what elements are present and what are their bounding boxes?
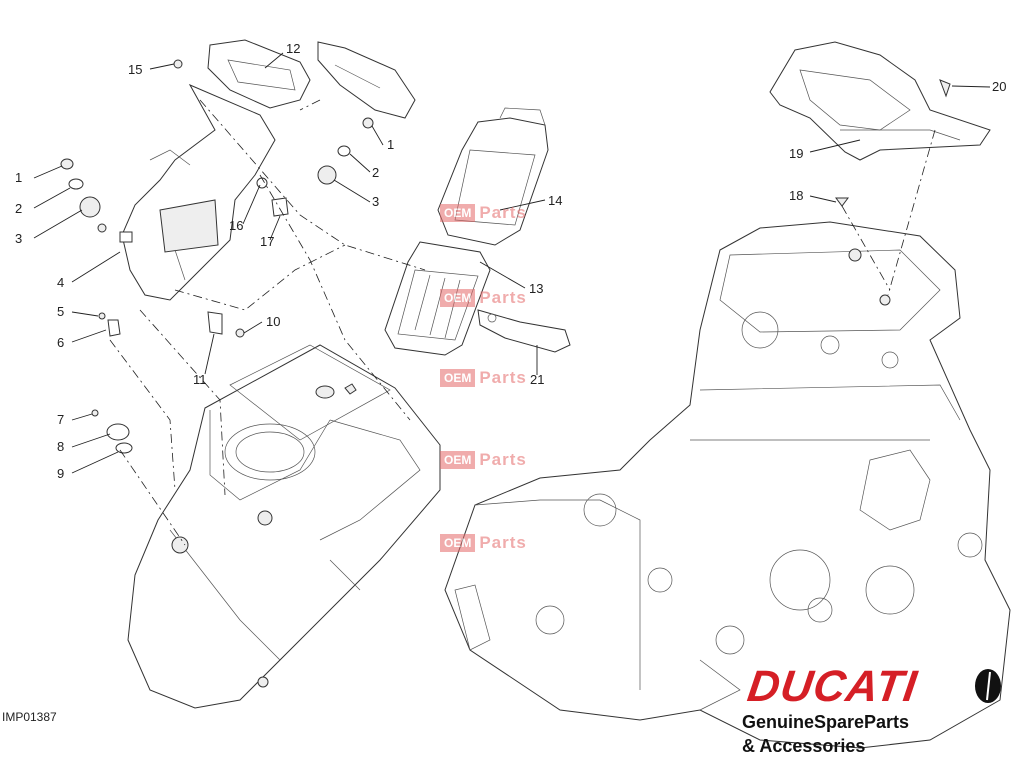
watermark: OEM Parts [440, 368, 527, 388]
upper-bracket [317, 41, 416, 119]
watermark: OEM Parts [440, 203, 527, 223]
callout-2: 2 [15, 201, 22, 216]
callout-11: 11 [193, 372, 207, 387]
assembly-lines [109, 99, 936, 546]
callout-5: 5 [57, 304, 64, 319]
brand-tagline-1: GenuineSpareParts [742, 712, 910, 732]
callout-3b: 3 [372, 194, 379, 209]
engine-illustration [444, 221, 1011, 749]
brand-logo: DUCATI [744, 662, 921, 711]
callout-8: 8 [57, 439, 64, 454]
watermark: OEM Parts [440, 450, 527, 470]
callout-12: 12 [286, 41, 300, 56]
callout-21: 21 [530, 372, 544, 387]
watermark-oem: OEM [440, 289, 476, 307]
airbox-lower-housing [127, 344, 441, 709]
mounting-bracket [97, 83, 276, 301]
callout-15: 15 [128, 62, 142, 77]
shield-logo-icon [975, 669, 1001, 703]
part-19-top-cover [769, 41, 991, 161]
callout-3: 3 [15, 231, 22, 246]
watermark-parts: Parts [479, 203, 527, 222]
fasteners [60, 59, 951, 454]
watermark-parts: Parts [479, 533, 527, 552]
callout-1: 1 [15, 170, 22, 185]
callout-9: 9 [57, 466, 64, 481]
part-12-cover [207, 39, 311, 109]
watermark-oem: OEM [440, 369, 476, 387]
callout-labels: 1 2 3 4 5 6 7 8 9 10 11 12 13 14 15 16 1… [15, 41, 1006, 481]
brand-tagline-2: & Accessories [742, 736, 866, 756]
leader-lines [33, 52, 991, 474]
callout-10: 10 [266, 314, 280, 329]
watermark-parts: Parts [479, 450, 527, 469]
drawing-code: IMP01387 [2, 710, 57, 724]
part-14-duct [437, 107, 549, 246]
watermark: OEM Parts [440, 533, 527, 553]
brand-block: DUCATI GenuineSpareParts & Accessories [740, 662, 1020, 762]
watermark-parts: Parts [479, 368, 527, 387]
watermark-oem: OEM [440, 534, 476, 552]
watermark-oem: OEM [440, 204, 476, 222]
watermark-parts: Parts [479, 288, 527, 307]
callout-16: 16 [229, 218, 243, 233]
callout-1b: 1 [387, 137, 394, 152]
callout-18: 18 [789, 188, 803, 203]
callout-19: 19 [789, 146, 803, 161]
callout-7: 7 [57, 412, 64, 427]
callout-14: 14 [548, 193, 562, 208]
callout-2b: 2 [372, 165, 379, 180]
callout-20: 20 [992, 79, 1006, 94]
part-21-strap [477, 309, 571, 353]
callout-17: 17 [260, 234, 274, 249]
part-13-filter [384, 241, 491, 356]
callout-13: 13 [529, 281, 543, 296]
watermark-oem: OEM [440, 451, 476, 469]
watermark: OEM Parts [440, 288, 527, 308]
callout-4: 4 [57, 275, 64, 290]
callout-6: 6 [57, 335, 64, 350]
